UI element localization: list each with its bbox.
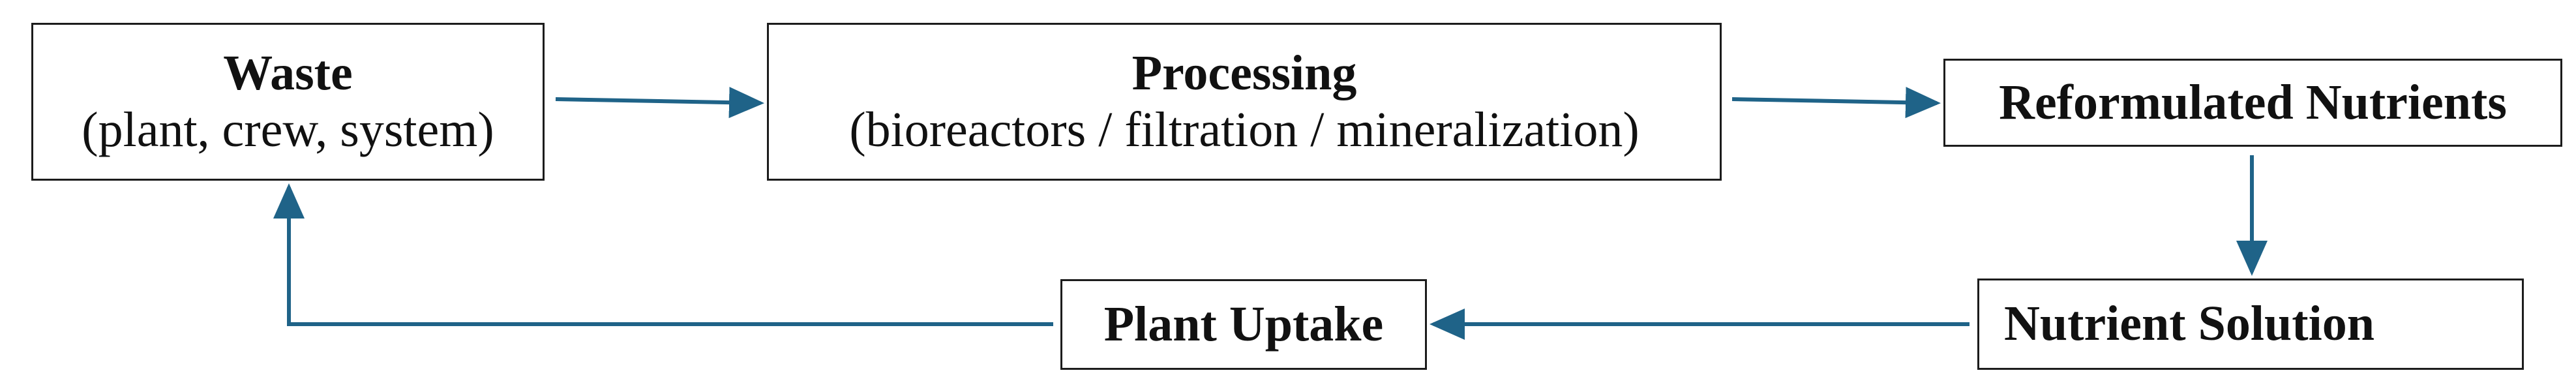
reformulated-nutrients-node: Reformulated Nutrients (1943, 59, 2562, 147)
arrow-uptake-to-waste (273, 183, 1053, 326)
waste-subtitle: (plant, crew, system) (82, 102, 494, 157)
nutrient-solution-title: Nutrient Solution (2004, 296, 2374, 352)
arrow-waste-to-processing (555, 87, 764, 119)
reformulated-nutrients-title: Reformulated Nutrients (1999, 74, 2507, 130)
arrow-processing-to-reformulated (1731, 87, 1941, 119)
waste-node: Waste (plant, crew, system) (31, 23, 545, 181)
waste-title: Waste (223, 45, 353, 100)
plant-uptake-node: Plant Uptake (1060, 279, 1427, 370)
nutrient-solution-node: Nutrient Solution (1977, 279, 2524, 370)
processing-subtitle: (bioreactors / filtration / mineralizati… (849, 102, 1640, 157)
processing-title: Processing (1131, 45, 1357, 100)
processing-node: Processing (bioreactors / filtration / m… (767, 23, 1722, 181)
plant-uptake-title: Plant Uptake (1103, 296, 1384, 352)
